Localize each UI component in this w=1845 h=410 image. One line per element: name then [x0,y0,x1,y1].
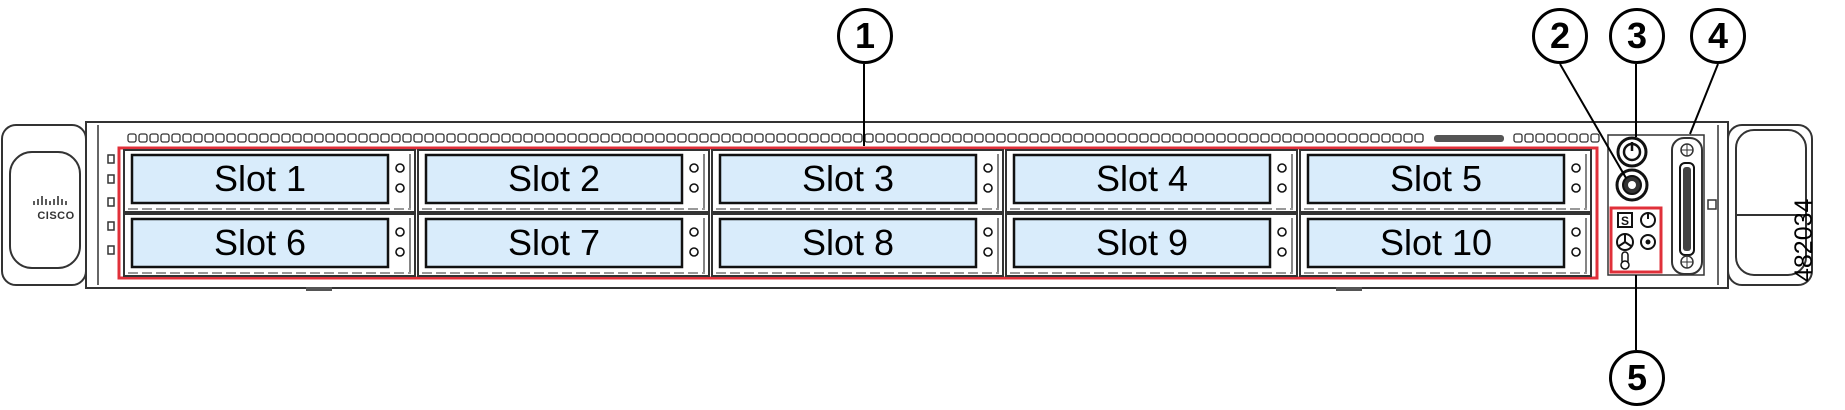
figure-number: 482034 [1790,198,1818,282]
drive-bay[interactable] [123,149,416,213]
svg-text:S: S [1621,214,1629,228]
drive-status-led-icon [395,183,405,193]
drive-activity-led-icon [1571,227,1581,237]
drive-status-led-icon [983,247,993,257]
drive-label-plate [1012,217,1272,269]
drive-label-plate [718,153,978,205]
power-button-icon[interactable] [1616,136,1648,168]
callout-3: 3 [1609,8,1665,64]
drive-bay[interactable] [123,213,416,277]
drive-activity-led-icon [1277,163,1287,173]
drive-label-plate [424,217,684,269]
ventilation-grille [127,133,1600,143]
callout-1: 1 [837,8,893,64]
drive-status-led-icon [1277,247,1287,257]
drive-label-plate [1306,153,1566,205]
drive-activity-led-icon [1571,163,1581,173]
drive-bay[interactable] [1299,213,1592,277]
vent-plate [1434,135,1504,142]
drive-bay-area [123,149,1592,277]
cisco-logo: CISCO [37,210,75,222]
drive-bay[interactable] [711,149,1004,213]
callout-leaders [863,63,1719,350]
right-rack-ear [1727,124,1813,286]
callout-5: 5 [1609,350,1665,406]
kvm-connector-icon[interactable] [1671,137,1703,275]
status-leds-highlight [1609,206,1663,274]
drive-bay[interactable] [1299,149,1592,213]
drive-label-plate [130,153,390,205]
foot [1336,287,1362,291]
callout-2: 2 [1532,8,1588,64]
drive-label-plate [1012,153,1272,205]
drive-status-led-icon [983,183,993,193]
power-status-icon [1640,212,1656,228]
left-panel-markings [107,154,115,255]
drive-bay[interactable] [1005,149,1298,213]
drive-activity-led-icon [689,163,699,173]
left-rack-ear [1,124,87,286]
drive-label-plate [424,153,684,205]
drive-bays-highlight [117,146,1599,280]
drive-activity-led-icon [395,163,405,173]
cisco-logo-icon [33,196,67,205]
drive-status-led-icon [395,247,405,257]
foot [306,287,332,291]
drive-status-led-icon [689,247,699,257]
side-tab-icon [1707,199,1717,210]
fan-status-icon [1616,233,1634,251]
drive-activity-led-icon [689,227,699,237]
drive-activity-led-icon [983,163,993,173]
temperature-status-icon [1620,251,1630,270]
drive-label-plate [1306,217,1566,269]
drive-status-led-icon [1571,247,1581,257]
unit-identification-button-icon[interactable] [1615,168,1649,202]
control-panel: S [1607,134,1717,276]
drive-activity-led-icon [395,227,405,237]
callout-4: 4 [1690,8,1746,64]
drive-label-plate [718,217,978,269]
drive-status-led-icon [689,183,699,193]
drive-label-plate [130,217,390,269]
network-link-icon [1640,234,1656,250]
drive-activity-led-icon [983,227,993,237]
drive-status-led-icon [1571,183,1581,193]
drive-bay[interactable] [417,149,710,213]
drive-activity-led-icon [1277,227,1287,237]
drive-bay[interactable] [1005,213,1298,277]
drive-status-led-icon [1277,183,1287,193]
status-led-icon: S [1617,212,1633,228]
drive-bay[interactable] [417,213,710,277]
drive-bay[interactable] [711,213,1004,277]
